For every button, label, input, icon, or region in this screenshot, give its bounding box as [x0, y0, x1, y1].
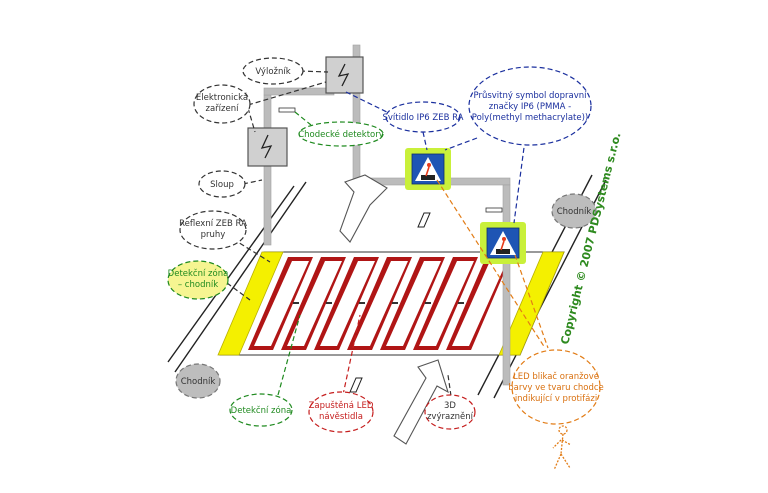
leader-lines	[226, 70, 549, 397]
label-svitidlo: Svítidlo IP6 ZEB RA	[383, 113, 464, 123]
label-elektronicka-line2: zařízení	[206, 104, 240, 114]
callout-3d-zvyrazneni: 3D zvýraznění	[424, 394, 476, 430]
callout-elektronicka: Elektronická zařízení	[193, 84, 251, 124]
label-vylozník: Výložník	[255, 67, 290, 77]
label-zapustena-line1: Zapuštěná LED	[309, 400, 374, 411]
label-pruhledny-line3: Poly(methyl methacrylate))	[472, 113, 588, 123]
zebra-stripe-inner	[320, 261, 375, 346]
callout-reflexni-pruhy: Reflexní ZEB RA pruhy	[179, 210, 247, 250]
callout-pruhledny-symbol: Průsvitný symbol dopravní značky IP6 (PM…	[468, 66, 592, 146]
zebra-stripe-inner	[386, 261, 441, 346]
label-chodnik-left: Chodník	[181, 377, 216, 387]
label-detekcni-zona: Detekční zóna	[231, 405, 292, 416]
zebra-stripe-inner	[353, 261, 408, 346]
label-zvyrazneni-line2: zvýraznění	[427, 412, 474, 422]
label-zvyrazneni-line1: 3D	[444, 401, 456, 411]
label-zapustena-line2: návěstidla	[319, 412, 363, 422]
yellow-zone-right	[498, 251, 565, 356]
copyright-text: Copyright © 2007 PDSystems s.r.o.	[558, 131, 623, 346]
yellow-zone-left	[217, 251, 284, 356]
pole-right	[502, 184, 511, 386]
centre-dash	[417, 212, 431, 228]
callout-vylozník: Výložník	[242, 57, 304, 85]
callout-led-blikac: LED blikač oranžové barvy ve tvaru chodc…	[508, 349, 604, 425]
zebra-stripe-inner	[419, 261, 474, 346]
label-pruhledny-line2: značky IP6 (PMMA -	[489, 101, 572, 112]
zebra-stripes	[248, 257, 511, 350]
label-sloup: Sloup	[210, 180, 234, 190]
label-reflexni-line2: pruhy	[201, 230, 226, 240]
zebra-stripe-inner	[287, 261, 342, 346]
zebra-stripe-inner	[254, 261, 309, 346]
label-chodecke-detektory: Chodecké detektory	[298, 129, 384, 140]
callout-svitidlo: Svítidlo IP6 ZEB RA	[383, 101, 464, 133]
direction-arrow-up	[393, 359, 449, 445]
boom-arm-left	[263, 87, 335, 96]
callout-chodecke-detektory: Chodecké detektory	[298, 121, 384, 147]
callout-detekcni-zona: Detekční zóna	[229, 393, 293, 427]
crossing-sign-icon	[480, 222, 526, 264]
pole-left	[263, 94, 272, 246]
centre-dash	[349, 377, 363, 393]
label-led-line1: LED blikač oranžové	[513, 371, 599, 382]
electronics-box-left	[247, 127, 288, 167]
callout-chodnik-left: Chodník	[175, 363, 221, 399]
label-elektronicka-line1: Elektronická	[196, 93, 248, 103]
detector-icon	[485, 207, 503, 213]
detector-icon	[278, 107, 296, 113]
callout-chodnik-right: Chodník	[551, 193, 597, 229]
label-chodnik-right: Chodník	[557, 207, 592, 217]
zebra-stripe-inner	[452, 261, 507, 346]
label-detekcni-chodnik-line1: Detekční zóna	[168, 268, 229, 279]
road-edge-left-inner	[167, 185, 295, 363]
label-led-line2: barvy ve tvaru chodce	[508, 383, 604, 393]
label-detekcni-chodnik-line2: – chodník	[178, 280, 218, 290]
callout-detekcni-zona-chodnik: Detekční zóna – chodník	[167, 260, 229, 300]
label-pruhledny-line1: Průsvitný symbol dopravní	[473, 90, 587, 101]
road-edge-left-outer	[174, 181, 307, 373]
callout-sloup: Sloup	[198, 170, 246, 198]
callout-zapustena-led: Zapuštěná LED návěstidla	[308, 391, 374, 433]
label-led-line3: indikující v protifázi	[515, 394, 597, 404]
direction-arrow-down	[339, 174, 388, 243]
label-reflexni-line1: Reflexní ZEB RA	[179, 219, 247, 229]
electronics-box-top	[325, 56, 364, 94]
pedestrian-icon	[552, 425, 572, 471]
crossing-sign-icon	[405, 148, 451, 190]
